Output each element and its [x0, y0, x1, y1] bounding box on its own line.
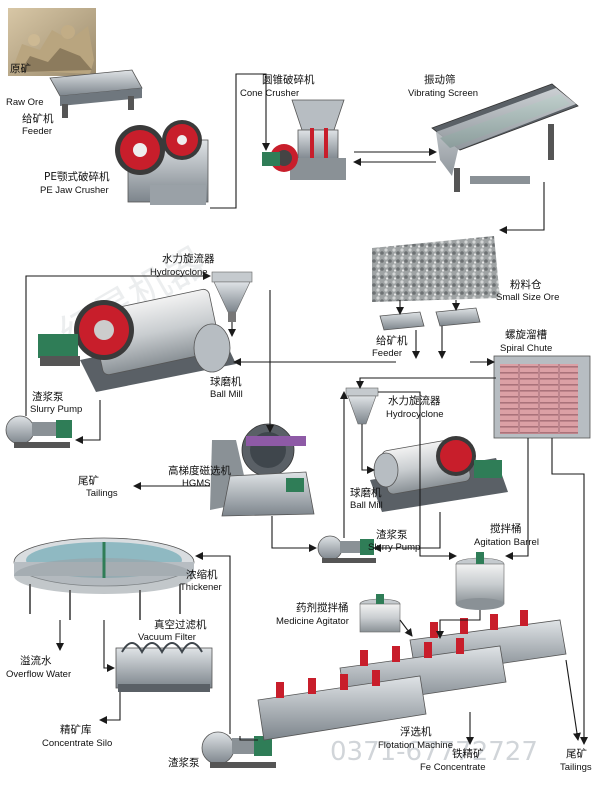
concentrate-silo-label-zh: 精矿库 [60, 723, 92, 736]
slurry-pump-1-label-en: Slurry Pump [30, 404, 82, 415]
thickener-machine [13, 537, 195, 620]
feeders-pair-machine [379, 307, 481, 331]
ball-mill-2-label-zh: 球磨机 [350, 486, 382, 499]
spiral-chute-label-en: Spiral Chute [500, 343, 552, 354]
flotation-machine-row-3 [257, 670, 427, 741]
slurry-pump-3-machine [201, 731, 276, 768]
feeder-machine [49, 69, 143, 118]
tailings-2-label-en: Tailings [560, 762, 592, 773]
ball-mill-1-label-zh: 球磨机 [210, 375, 242, 388]
ball-mill-1-label-en: Ball Mill [210, 389, 243, 400]
ball-mill-2-label-en: Ball Mill [350, 500, 383, 511]
small-size-ore-label-zh: 粉料仓 [510, 278, 542, 291]
hydrocyclone-2-label-zh: 水力旋流器 [388, 394, 441, 407]
ball-mill-2-machine [370, 436, 508, 512]
agitation-barrel-machine [455, 552, 505, 610]
hydrocyclone-1-label-en: Hydrocyclone [150, 267, 208, 278]
raw-ore-image [8, 8, 96, 76]
hydrocyclone-1-machine [211, 271, 253, 322]
jaw-crusher-label-en: PE Jaw Crusher [40, 185, 109, 196]
vibrating-screen-machine [431, 83, 579, 192]
medicine-agitator-label-zh: 药剂搅拌桶 [296, 601, 349, 614]
fe-concentrate-label-zh: 铁精矿 [452, 747, 484, 760]
tailings-1-label-zh: 尾矿 [78, 474, 99, 487]
slurry-pump-1-label-zh: 渣浆泵 [32, 390, 64, 403]
slurry-pump-1-machine [5, 415, 72, 448]
hydrocyclone-2-label-en: Hydrocyclone [386, 409, 444, 420]
feeders-pair-label-en: Feeder [372, 348, 402, 359]
overflow-water-label-zh: 溢流水 [20, 654, 52, 667]
small-size-ore-image [372, 236, 500, 302]
vacuum-filter-label-zh: 真空过滤机 [154, 618, 207, 631]
hgms-label-zh: 高梯度磁选机 [168, 464, 231, 477]
feeders-pair-label-zh: 给矿机 [376, 334, 408, 347]
cone-crusher-label-zh: 圆锥破碎机 [262, 73, 315, 86]
flotation-machine-label-en: Flotation Machine [378, 740, 453, 751]
vacuum-filter-machine [115, 642, 213, 692]
spiral-chute-label-zh: 螺旋溜槽 [505, 328, 547, 341]
overflow-water-label-en: Overflow Water [6, 669, 71, 680]
concentrate-silo-label-en: Concentrate Silo [42, 738, 112, 749]
hydrocyclone-2-machine [345, 387, 379, 425]
vibrating-screen-label-en: Vibrating Screen [408, 88, 478, 99]
hgms-label-en: HGMS [182, 478, 211, 489]
watermark-phone: 0371-67772727 [330, 737, 538, 767]
slurry-pump-2-machine [317, 535, 376, 563]
tailings-2-label-zh: 尾矿 [566, 747, 587, 760]
medicine-agitator-label-en: Medicine Agitator [276, 616, 349, 627]
cone-crusher-machine [262, 99, 346, 180]
raw-ore-label-en: Raw Ore [6, 97, 43, 108]
agitation-barrel-label-zh: 搅拌桶 [490, 522, 522, 535]
jaw-crusher-machine [115, 120, 209, 205]
hydrocyclone-1-label-zh: 水力旋流器 [162, 252, 215, 265]
jaw-crusher-label-zh: PE颚式破碎机 [44, 170, 110, 183]
agitation-barrel-label-en: Agitation Barrel [474, 537, 539, 548]
vibrating-screen-label-zh: 振动筛 [424, 73, 456, 86]
cone-crusher-label-en: Cone Crusher [240, 88, 299, 99]
ball-mill-1-machine [38, 288, 236, 392]
raw-ore-label-zh: 原矿 [10, 62, 31, 75]
medicine-agitator-machine [359, 594, 401, 633]
fe-concentrate-label-en: Fe Concentrate [420, 762, 485, 773]
hgms-machine [210, 423, 315, 517]
flotation-machine-label-zh: 浮选机 [400, 725, 432, 738]
vacuum-filter-label-en: Vacuum Filter [138, 632, 196, 643]
slurry-pump-2-label-zh: 渣浆泵 [376, 528, 408, 541]
small-size-ore-label-en: Small Size Ore [496, 292, 559, 303]
thickener-label-en: Thickener [180, 582, 222, 593]
slurry-pump-3-label-zh: 渣浆泵 [168, 756, 200, 769]
flow-lines [25, 73, 588, 745]
tailings-1-label-en: Tailings [86, 488, 118, 499]
feeder-label-zh: 给矿机 [22, 112, 54, 125]
spiral-chute-machine [493, 355, 591, 439]
thickener-label-zh: 浓缩机 [186, 568, 218, 581]
feeder-label-en: Feeder [22, 126, 52, 137]
